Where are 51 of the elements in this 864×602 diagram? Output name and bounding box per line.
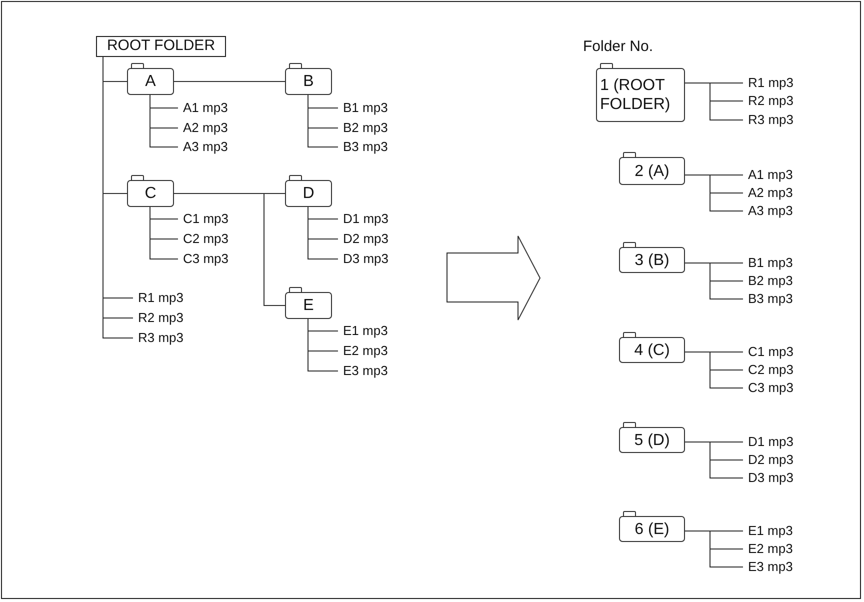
file-name: C3 mp3 (178, 251, 229, 267)
file-name: E3 mp3 (743, 559, 793, 575)
file-name: E2 mp3 (743, 541, 793, 557)
file-name: R2 mp3 (133, 310, 184, 326)
file-name: R2 mp3 (743, 93, 794, 109)
connector-line (684, 442, 744, 478)
file-name: R1 mp3 (743, 75, 794, 91)
connector-line (684, 262, 744, 300)
file-name: R3 mp3 (133, 330, 184, 346)
file-name: A1 mp3 (743, 167, 793, 183)
root-folder-box: ROOT FOLDER (96, 36, 226, 57)
file-name: C1 mp3 (743, 344, 794, 360)
connector-line (308, 318, 338, 372)
file-name: E2 mp3 (338, 343, 388, 359)
file-name: D2 mp3 (338, 231, 389, 247)
connector-line (684, 352, 744, 388)
file-name: D1 mp3 (743, 434, 794, 450)
file-name: C1 mp3 (178, 211, 229, 227)
file-name: A1 mp3 (178, 100, 228, 116)
file-name: A2 mp3 (743, 185, 793, 201)
connector-line (150, 206, 178, 260)
file-name: C2 mp3 (178, 231, 229, 247)
connector-line (174, 81, 286, 82)
file-name: R3 mp3 (743, 112, 794, 128)
file-name: D2 mp3 (743, 452, 794, 468)
file-name: B1 mp3 (743, 255, 793, 271)
connector-line (684, 174, 744, 212)
file-name: B2 mp3 (743, 273, 793, 289)
connector-line (150, 94, 178, 148)
file-name: D1 mp3 (338, 211, 389, 227)
file-name: R1 mp3 (133, 290, 184, 306)
connector-line (308, 206, 338, 260)
file-name: E1 mp3 (338, 323, 388, 339)
connector-line (684, 82, 744, 120)
file-name: B1 mp3 (338, 100, 388, 116)
file-name: B3 mp3 (338, 139, 388, 155)
file-name: E3 mp3 (338, 363, 388, 379)
file-name: C2 mp3 (743, 362, 794, 378)
connector-line (308, 94, 338, 148)
file-name: A3 mp3 (743, 203, 793, 219)
file-name: A3 mp3 (178, 139, 228, 155)
connector-line (174, 193, 286, 306)
file-name: B3 mp3 (743, 291, 793, 307)
connector-line (684, 530, 744, 568)
file-name: C3 mp3 (743, 380, 794, 396)
file-name: A2 mp3 (178, 120, 228, 136)
file-name: E1 mp3 (743, 523, 793, 539)
file-name: D3 mp3 (743, 470, 794, 486)
column-heading: Folder No. (583, 38, 654, 55)
file-name: B2 mp3 (338, 120, 388, 136)
file-name: D3 mp3 (338, 251, 389, 267)
